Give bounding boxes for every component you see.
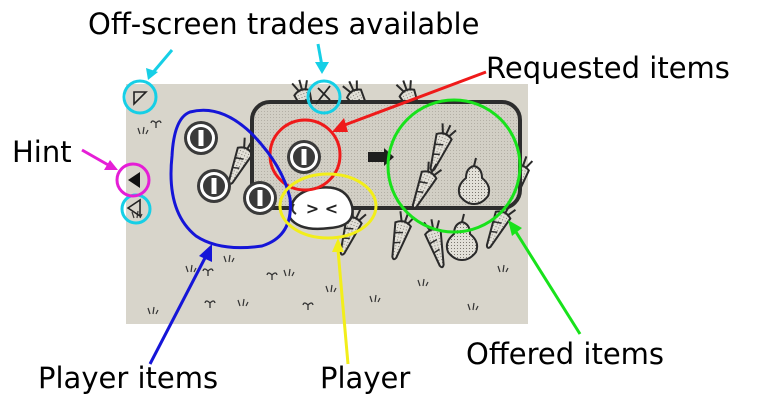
player-face: > <: [306, 199, 338, 218]
offscreen-trade-indicator-topleft[interactable]: [133, 91, 148, 106]
hint-arrow[interactable]: [128, 172, 140, 188]
label-offscreen-trades: Off-screen trades available: [88, 7, 480, 41]
triangle-left-outline-icon[interactable]: [126, 198, 141, 218]
triangle-up-left-icon[interactable]: [133, 91, 148, 106]
hint-marker: [81, 148, 151, 198]
offscreen-markers: [120, 43, 342, 225]
crossed-arrow-icon[interactable]: [315, 85, 331, 105]
label-player: Player: [320, 361, 411, 395]
player-character[interactable]: > <: [288, 186, 354, 231]
triangle-left-icon[interactable]: [128, 172, 140, 188]
label-offered-items: Offered items: [466, 337, 665, 371]
label-requested-items: Requested items: [486, 51, 730, 85]
requested-marker: [268, 70, 487, 192]
player-items-marker: [148, 108, 292, 365]
label-hint: Hint: [12, 135, 72, 169]
offscreen-trade-indicator-top[interactable]: [315, 85, 331, 105]
label-player-items: Player items: [38, 361, 219, 395]
player-marker: [278, 172, 378, 365]
offered-items-marker: [386, 98, 582, 335]
offscreen-trade-indicator-left[interactable]: [126, 198, 141, 218]
